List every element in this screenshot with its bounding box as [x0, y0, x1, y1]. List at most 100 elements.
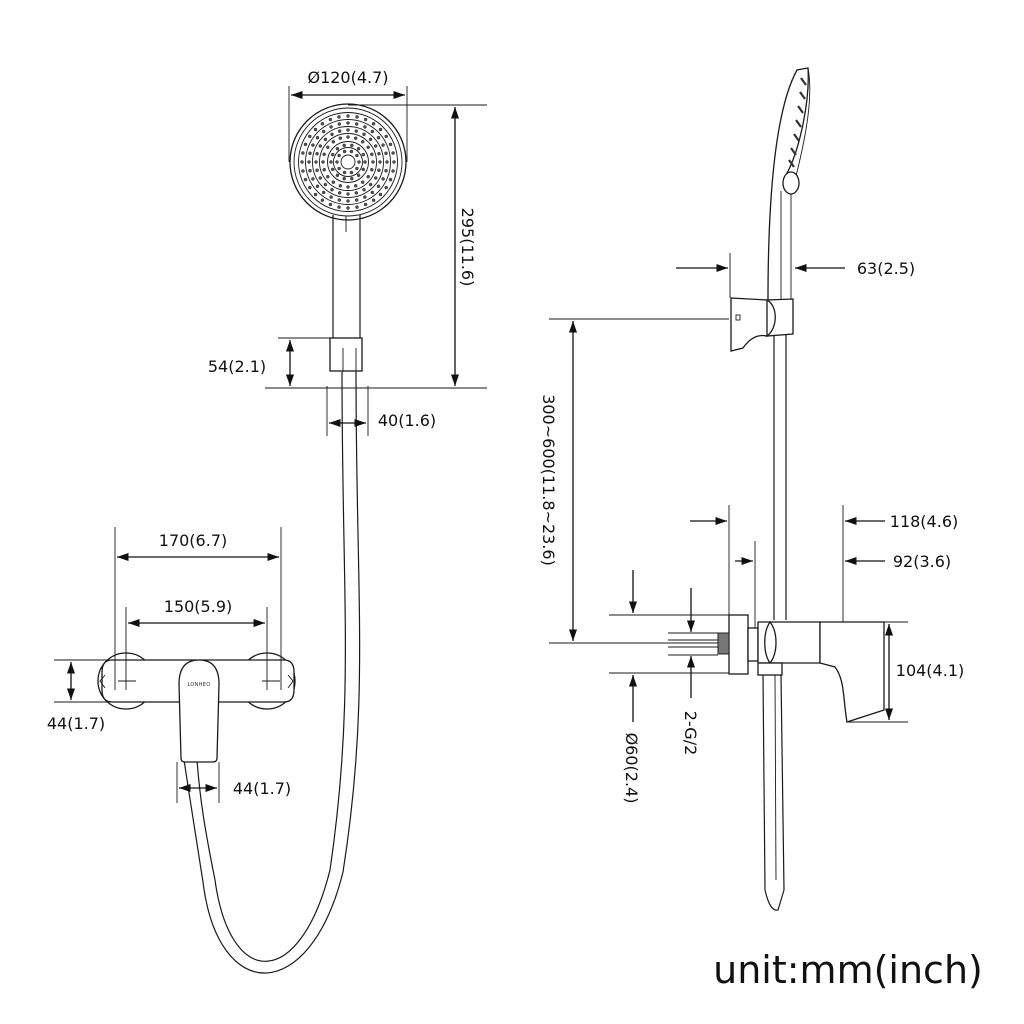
spray-nozzle	[322, 167, 326, 172]
spray-nozzle	[353, 136, 358, 140]
label-head-diameter: Ø120(4.7)	[307, 68, 388, 87]
spray-nozzle	[301, 151, 305, 155]
label-holder-depth: 63(2.5)	[857, 259, 915, 278]
spray-nozzle	[346, 199, 350, 203]
spray-nozzle	[318, 144, 323, 148]
spray-nozzle	[322, 152, 326, 157]
spray-nozzle	[323, 137, 328, 142]
spray-nozzle	[363, 125, 367, 129]
spray-nozzle	[346, 128, 350, 132]
spray-nozzle	[354, 122, 359, 126]
spray-nozzle	[362, 132, 366, 137]
spray-nozzle	[314, 160, 318, 164]
spray-nozzle	[320, 198, 325, 202]
spray-nozzle	[357, 160, 361, 164]
spray-nozzle	[335, 173, 340, 178]
dim-holder-depth: 63(2.5)	[676, 253, 915, 298]
spray-nozzle	[321, 190, 326, 195]
spray-nozzle	[391, 169, 395, 173]
spray-nozzle	[330, 187, 334, 192]
nozzle-ring	[333, 147, 363, 177]
spray-nozzle	[355, 205, 359, 209]
spray-nozzle	[363, 202, 368, 207]
spray-nozzle	[378, 127, 383, 132]
spray-nozzle	[381, 177, 385, 181]
spray-nozzles	[298, 112, 398, 212]
unit-note: unit:mm(inch)	[713, 948, 983, 992]
spray-nozzle	[330, 167, 335, 172]
nozzle-ring	[312, 126, 384, 198]
label-handle-width: 44(1.7)	[233, 779, 291, 798]
spray-nozzle	[384, 151, 388, 156]
spray-nozzle	[384, 168, 388, 173]
spray-nozzle	[346, 121, 350, 125]
label-holder-width: 40(1.6)	[378, 411, 436, 430]
spray-nozzle	[311, 143, 315, 147]
spray-nozzle	[301, 169, 305, 173]
spray-nozzle	[355, 115, 359, 119]
nozzle-ring	[305, 119, 391, 205]
spray-nozzle	[321, 160, 325, 164]
label-mixer-centers: 150(5.9)	[164, 597, 232, 616]
spray-nozzle	[315, 184, 320, 189]
spray-nozzle	[354, 129, 359, 133]
label-mixer-width-outer: 170(6.7)	[159, 531, 227, 550]
spray-nozzle	[356, 146, 361, 151]
spray-nozzle	[378, 192, 383, 197]
spray-nozzle	[381, 143, 385, 147]
spray-nozzle	[350, 176, 354, 181]
spray-nozzle	[331, 180, 336, 184]
spray-nozzle	[331, 140, 336, 144]
label-mixer-depth-total: 118(4.6)	[890, 512, 958, 531]
spray-nozzle	[337, 115, 341, 119]
side-view: 63(2.5) 300~600(11.8~23.6) 118(4.6) 92(3…	[539, 67, 964, 911]
spray-nozzle	[388, 177, 393, 182]
spray-nozzle	[329, 195, 333, 199]
spray-nozzle	[370, 129, 375, 134]
spray-nozzle	[308, 134, 312, 139]
spray-nozzle	[363, 195, 367, 199]
spray-nozzle	[321, 129, 326, 134]
spray-nozzle	[326, 174, 330, 179]
spray-nozzle	[363, 117, 368, 122]
spray-nozzle	[330, 152, 335, 157]
spray-nozzle	[356, 173, 361, 178]
spray-nozzle	[373, 176, 378, 180]
spray-nozzle	[368, 137, 373, 142]
spray-nozzle	[391, 151, 395, 155]
dim-holder-height: 54(2.1)	[208, 337, 330, 386]
dim-holder-height-range: 300~600(11.8~23.6)	[539, 318, 729, 644]
dim-total-height: 295(11.6)	[265, 104, 487, 389]
spray-nozzle	[362, 187, 366, 192]
spray-nozzle	[354, 198, 359, 202]
spray-nozzle	[335, 160, 339, 164]
shower-head-front	[289, 103, 407, 341]
dim-mixer-centers: 150(5.9)	[125, 597, 268, 690]
spray-nozzle	[315, 168, 319, 173]
spray-nozzle	[377, 168, 381, 173]
spray-nozzle	[346, 206, 350, 210]
shower-hose-side	[762, 674, 785, 911]
spray-nozzle	[360, 180, 365, 184]
dim-mixer-width-outer: 170(6.7)	[114, 527, 282, 690]
spray-nozzle	[373, 144, 378, 148]
spray-nozzle	[337, 198, 342, 202]
spray-nozzle	[361, 167, 366, 172]
shower-head-side	[767, 67, 811, 301]
dim-mixer-height: 104(4.1)	[843, 621, 964, 723]
spray-nozzle	[366, 145, 370, 150]
spray-nozzle	[392, 160, 396, 164]
spray-nozzle	[329, 160, 333, 164]
label-mixer-height: 104(4.1)	[896, 661, 964, 680]
spray-nozzle	[328, 202, 333, 207]
shower-hose-front	[183, 371, 361, 974]
spray-nozzle	[342, 149, 347, 154]
spray-nozzle	[315, 135, 320, 140]
spray-nozzle	[388, 142, 393, 147]
spray-nozzle	[313, 127, 318, 132]
spray-nozzle	[377, 151, 381, 156]
spray-nozzle	[346, 192, 350, 196]
spray-nozzle	[320, 122, 325, 126]
spray-nozzle	[384, 134, 388, 139]
spray-nozzle	[311, 177, 315, 181]
